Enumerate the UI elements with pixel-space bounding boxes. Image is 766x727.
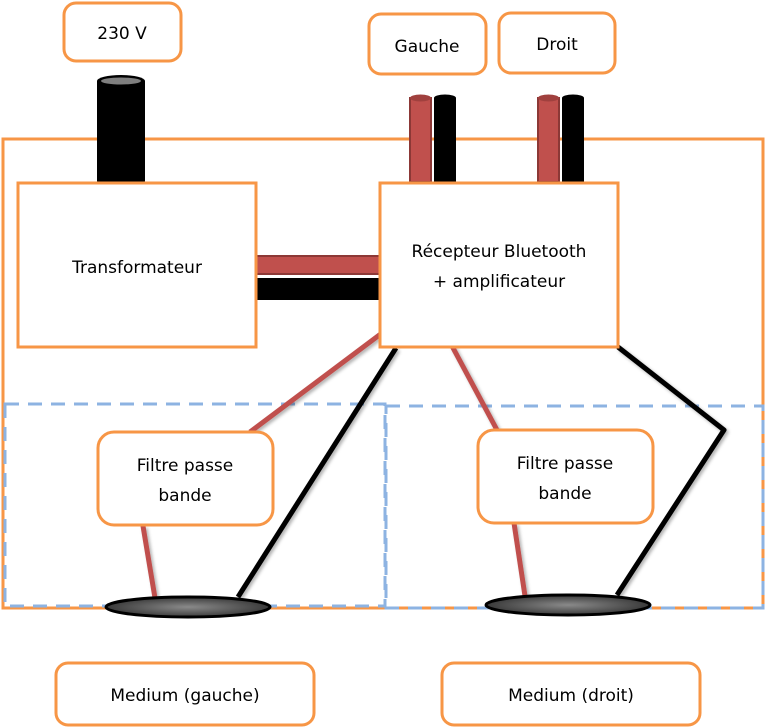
receiver-box (378, 181, 620, 349)
right-speaker-label: Medium (droit) (508, 686, 634, 706)
right-black-wire (614, 345, 727, 597)
left-filter-label-line1: Filtre passe (137, 456, 234, 476)
receiver-label-line2: + amplificateur (433, 272, 565, 292)
power-cable-icon (97, 75, 145, 187)
transformer-box (16, 181, 258, 349)
left-black-wire (235, 346, 399, 599)
right-input-label: Droit (536, 35, 578, 55)
right-speaker-icon (484, 593, 652, 617)
right-red-wire-upper (449, 344, 500, 432)
left-red-wire-lower (140, 525, 158, 599)
right-filter-box (476, 428, 655, 525)
receiver-label-line1: Récepteur Bluetooth (412, 242, 587, 262)
right-speaker-label-box (440, 661, 702, 727)
right-input-cables-icon (537, 94, 584, 183)
right-input-label-box (497, 11, 617, 75)
transformer-label: Transformateur (71, 258, 202, 278)
left-filter-box (96, 430, 275, 527)
left-input-cables-icon (409, 94, 456, 183)
left-speaker-label: Medium (gauche) (110, 686, 259, 706)
left-speaker-icon (104, 595, 272, 619)
left-input-label-box (367, 12, 488, 76)
left-input-label: Gauche (395, 37, 460, 57)
enclosure-frame (1, 137, 765, 610)
right-filter-label-line1: Filtre passe (517, 454, 614, 474)
left-red-wire-upper (248, 331, 384, 434)
power-link-cables-icon (255, 255, 382, 300)
right-filter-label-line2: bande (538, 484, 591, 504)
power-label-box (62, 1, 183, 63)
left-filter-label-line2: bande (158, 486, 211, 506)
power-label: 230 V (97, 24, 147, 44)
right-red-wire-lower (511, 522, 528, 597)
speaker-wires (140, 331, 727, 599)
left-speaker-label-box (54, 661, 316, 727)
